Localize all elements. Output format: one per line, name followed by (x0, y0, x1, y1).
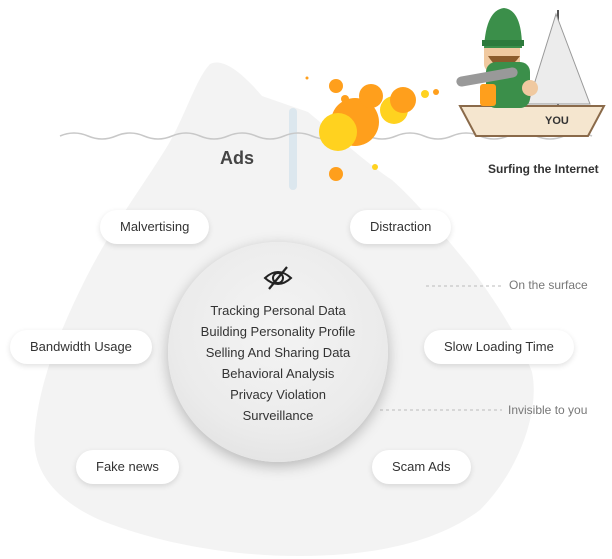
hidden-item: Privacy Violation (230, 387, 326, 402)
hidden-item: Selling And Sharing Data (205, 345, 351, 360)
ad-bubbles (305, 76, 439, 181)
pill-slow-loading-time: Slow Loading Time (424, 330, 574, 364)
pill-fake-news: Fake news (76, 450, 179, 484)
sailor (456, 8, 538, 108)
boat (458, 10, 606, 137)
pill-bandwidth-usage: Bandwidth Usage (10, 330, 152, 364)
iceberg-crevice (289, 108, 297, 190)
surfing-caption: Surfing the Internet (488, 162, 599, 176)
hidden-item: Building Personality Profile (200, 324, 356, 339)
hidden-item: Tracking Personal Data (210, 303, 346, 318)
boat-label: YOU (545, 115, 569, 127)
hidden-effects-circle: Tracking Personal Data Building Personal… (168, 242, 388, 462)
pill-malvertising: Malvertising (100, 210, 210, 244)
hidden-effects-list: Tracking Personal Data Building Personal… (168, 300, 388, 426)
hidden-item: Behavioral Analysis (221, 366, 335, 381)
ads-heading: Ads (220, 148, 255, 168)
pill-scam-ads: Scam Ads (372, 450, 471, 484)
hidden-item: Surveillance (242, 408, 314, 423)
surface-label: On the surface (509, 278, 588, 292)
pill-distraction: Distraction (350, 210, 452, 244)
eye-slash-icon (263, 264, 293, 292)
invisible-label: Invisible to you (508, 403, 588, 417)
